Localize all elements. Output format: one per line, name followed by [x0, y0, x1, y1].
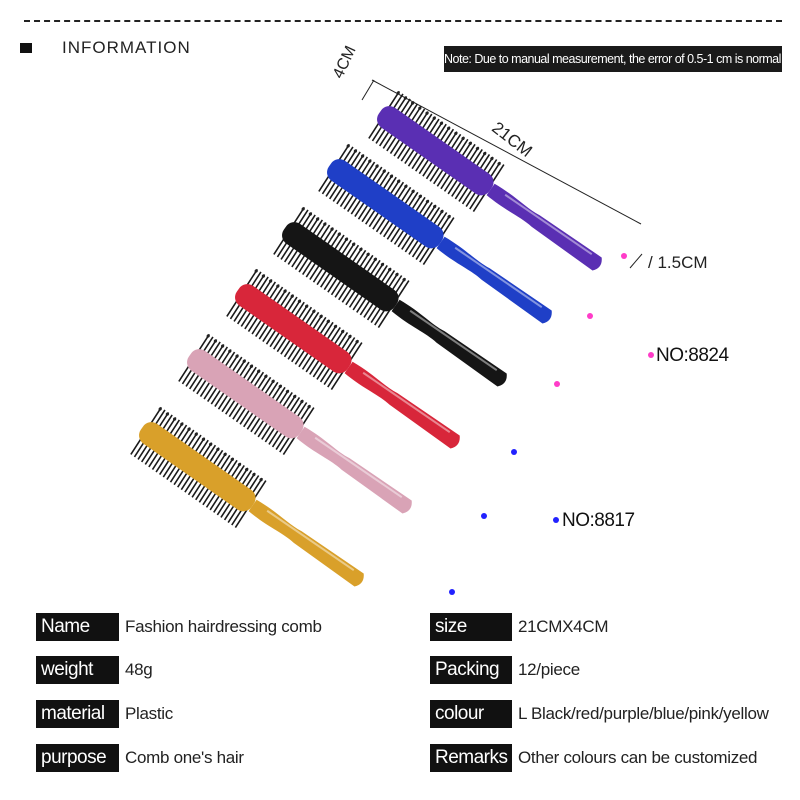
width-dimension-line [361, 79, 375, 101]
brush-purple [368, 90, 602, 271]
dot-marker [553, 517, 559, 523]
spec-row-weight: weight 48g [36, 656, 153, 684]
dot-marker [481, 513, 487, 519]
spec-label-colour: colour [430, 700, 512, 728]
spec-row-name: Name Fashion hairdressing comb [36, 613, 322, 641]
dot-marker [648, 352, 654, 358]
information-heading: INFORMATION [62, 38, 191, 57]
brush-pink [178, 333, 412, 514]
dot-marker [587, 313, 593, 319]
measurement-note: Note: Due to manual measurement, the err… [444, 46, 782, 72]
brush-blue [318, 143, 552, 324]
spec-value-packing: 12/piece [518, 660, 580, 679]
spec-label-packing: Packing [430, 656, 512, 684]
spec-label-material: material [36, 700, 119, 728]
spec-row-remarks: Remarks Other colours can be customized [430, 744, 758, 772]
spec-row-colour: colour L Black/red/purple/blue/pink/yell… [430, 700, 769, 728]
info-bullet-square [20, 43, 32, 53]
dot-marker [449, 589, 455, 595]
dot-marker [511, 449, 517, 455]
spec-value-weight: 48g [125, 660, 153, 679]
spec-value-name: Fashion hairdressing comb [125, 617, 322, 636]
spec-value-size: 21CMX4CM [518, 617, 609, 636]
brush-gold [130, 406, 364, 587]
spec-label-remarks: Remarks [430, 744, 512, 772]
spec-label-size: size [430, 613, 512, 641]
spec-row-size: size 21CMX4CM [430, 613, 608, 641]
spec-value-purpose: Comb one's hair [125, 748, 244, 767]
handle-dimension-line [629, 253, 643, 269]
spec-row-packing: Packing 12/piece [430, 656, 580, 684]
spec-label-weight: weight [36, 656, 119, 684]
spec-label-name: Name [36, 613, 119, 641]
model-number-8824: NO:8824 [656, 345, 729, 366]
spec-row-purpose: purpose Comb one's hair [36, 744, 244, 772]
handle-dimension-value: 1.5CM [657, 253, 708, 272]
spec-value-colour: L Black/red/purple/blue/pink/yellow [518, 704, 769, 723]
spec-row-material: material Plastic [36, 700, 173, 728]
dot-marker [621, 253, 627, 259]
dot-marker [554, 381, 560, 387]
spec-value-remarks: Other colours can be customized [518, 748, 758, 767]
spec-value-material: Plastic [125, 704, 173, 723]
spec-label-purpose: purpose [36, 744, 119, 772]
brush-product-image [130, 79, 654, 595]
top-dashed-divider [24, 20, 782, 22]
handle-dimension-label: / 1.5CM [648, 253, 708, 272]
brush-group [130, 90, 602, 587]
brush-black [273, 206, 507, 387]
brush-red [226, 268, 460, 449]
model-number-8817: NO:8817 [562, 510, 635, 531]
